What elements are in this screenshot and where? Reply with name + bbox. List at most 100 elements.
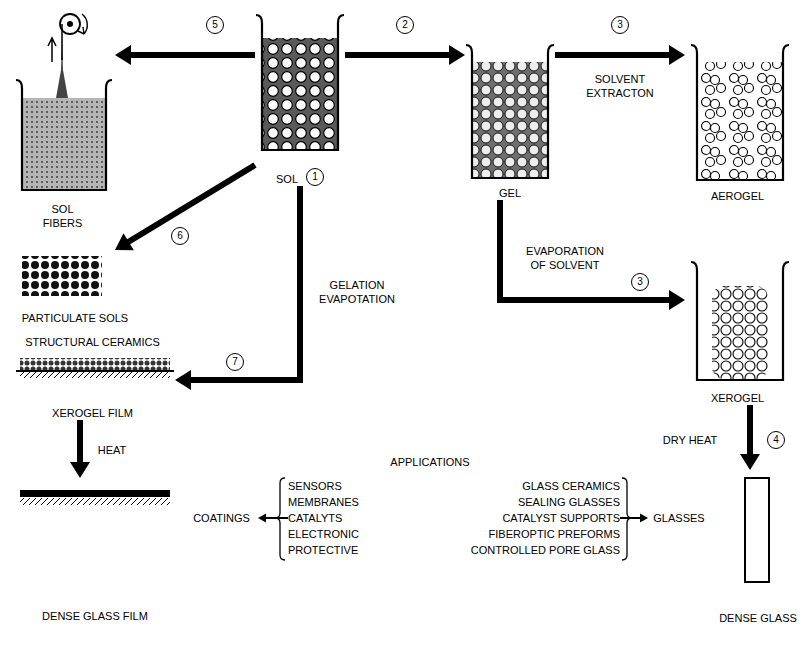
aerogel-beaker: AEROGEL [685, 35, 790, 203]
process-arrow [555, 45, 685, 65]
application-item: CATALYTS [288, 510, 342, 526]
substrate-hatch [20, 372, 170, 378]
callout-number: 1 [306, 168, 324, 186]
arrow-shaft [620, 517, 642, 519]
callout-number: 3 [631, 273, 649, 291]
dense-glass-film: DENSE GLASS FILM [10, 478, 180, 623]
particulate-sols: PARTICULATE SOLS [10, 250, 140, 325]
particle-grid [22, 256, 102, 296]
process-arrow [175, 186, 300, 390]
glass-film [20, 490, 170, 497]
arrow-shaft [264, 517, 288, 519]
application-item: ELECTRONIC [288, 526, 359, 542]
node-label: GEL [499, 186, 521, 200]
substrate [16, 370, 174, 372]
application-item: SEALING GLASSES [518, 494, 620, 510]
process-step-label: EVAPORATION OF SOLVENT [520, 244, 610, 272]
arrow-head [740, 454, 760, 470]
edge-label: HEAT [98, 443, 127, 457]
arrow-shaft [500, 200, 671, 300]
arrow-shaft [129, 52, 255, 58]
gel-network [473, 62, 547, 177]
xerogel-film: STRUCTURAL CERAMICS XEROGEL FILM [10, 335, 175, 420]
callout-number: 5 [206, 16, 224, 34]
glass-block [745, 478, 769, 582]
beaker [16, 80, 112, 190]
fiber-line [61, 24, 63, 60]
beaker [691, 262, 789, 380]
coatings-list: SENSORSMEMBRANESCATALYTSELECTRONICPROTEC… [288, 478, 378, 560]
process-arrow [500, 200, 685, 310]
application-item: PROTECTIVE [288, 542, 358, 558]
gel-beaker: GEL [465, 35, 555, 200]
substrate-hatch [20, 498, 170, 505]
coatings-heading: COATINGS [185, 508, 258, 528]
application-item: MEMBRANES [288, 494, 359, 510]
arrow-head [115, 233, 134, 250]
sol-liquid [23, 98, 105, 190]
arrow-head [115, 45, 131, 65]
process-arrow [115, 45, 255, 65]
rotation-arrow [78, 14, 87, 34]
node-label: GLASSES [653, 511, 704, 525]
process-arrow [258, 514, 288, 523]
callout-number: 4 [767, 431, 785, 449]
beaker [256, 15, 344, 150]
node-label: PARTICULATE SOLS [22, 311, 128, 325]
process-step-label: SOLVENT EXTRACTON [580, 72, 660, 100]
node-label: STRUCTURAL CERAMICS [25, 335, 160, 349]
arrow-head [258, 514, 266, 523]
pull-arrow [48, 38, 56, 62]
arrow-head [70, 462, 90, 478]
arrow-shaft [345, 52, 451, 58]
callout-number: 6 [171, 227, 189, 245]
node-label: AEROGEL [711, 189, 764, 203]
film-particles [20, 358, 170, 370]
xerogel-beaker: XEROGEL [685, 255, 790, 405]
process-arrow [70, 420, 90, 478]
arrow-shaft [555, 52, 671, 58]
sol-beaker: SOL 1 [255, 8, 345, 186]
process-arrow [345, 45, 465, 65]
process-step-label: GELATION EVAPOTATION [312, 278, 402, 306]
application-item: FIBEROPTIC PREFORMS [489, 526, 620, 542]
dense-glass: DENSE GLASS [712, 470, 804, 625]
node-label: SOL FIBERS [33, 202, 93, 230]
process-step-label: DRY HEAT [660, 433, 720, 447]
node-label: DENSE GLASS [719, 611, 797, 625]
node-label: SOL [276, 172, 298, 186]
callout-number: 7 [226, 353, 244, 371]
application-item: CATALYST SUPPORTS [502, 510, 620, 526]
sol-fibers-beaker: SOL FIBERS [10, 8, 115, 230]
xerogel-clump [712, 286, 768, 379]
process-arrow [115, 165, 255, 250]
arrow-head [640, 514, 648, 523]
process-arrow [740, 405, 760, 470]
fiber-reel [60, 14, 80, 34]
arrow-head [449, 45, 465, 65]
reel-hub [67, 21, 73, 27]
node-label: DENSE GLASS FILM [42, 609, 148, 623]
node-label: COATINGS [193, 511, 250, 525]
arrow-shaft [747, 405, 753, 456]
arrow-head [669, 290, 685, 310]
sol-particles [263, 38, 337, 149]
process-arrow [620, 514, 648, 523]
arrow-shaft [127, 165, 255, 243]
arrow-shaft [77, 420, 83, 464]
beaker [466, 45, 554, 178]
arrow-head [669, 45, 685, 65]
application-item: SENSORS [288, 478, 342, 494]
arrow-head [175, 370, 191, 390]
callout-number: 3 [611, 16, 629, 34]
aerogel-network [698, 62, 782, 179]
glasses-list: GLASS CERAMICSSEALING GLASSESCATALYST SU… [440, 478, 620, 560]
callout-number: 2 [396, 16, 414, 34]
section-heading: APPLICATIONS [380, 455, 480, 469]
node-label: XEROGEL [711, 391, 764, 405]
node-label: XEROGEL FILM [52, 406, 133, 420]
application-item: CONTROLLED PORE GLASS [471, 542, 620, 558]
glasses-heading: GLASSES [648, 508, 710, 528]
